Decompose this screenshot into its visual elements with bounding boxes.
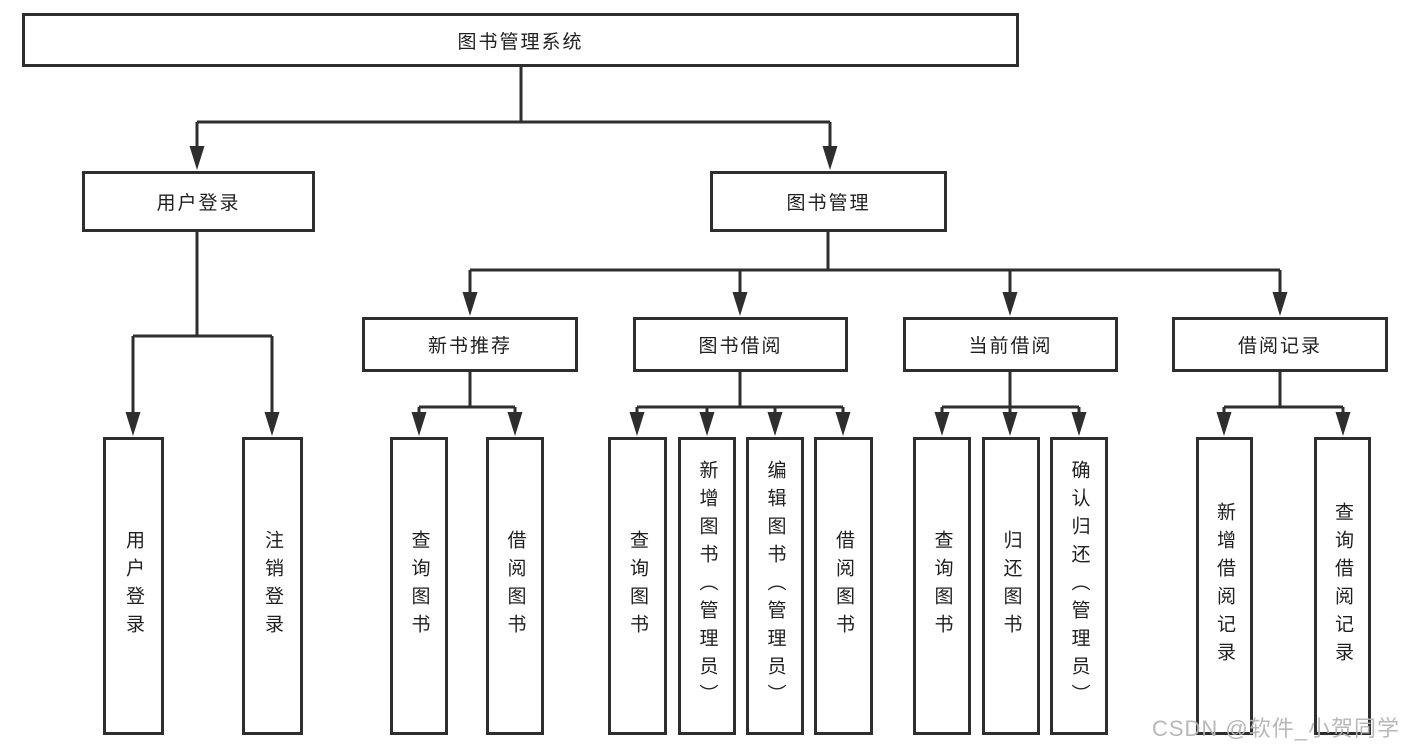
connector-current-children bbox=[940, 372, 1081, 414]
node-book-mgmt-label: 图书管理 bbox=[786, 193, 871, 214]
arrowhead-login-user bbox=[125, 412, 141, 436]
node-new-book-rec: 新书推荐 bbox=[362, 317, 578, 372]
arrowhead-login-logout bbox=[264, 412, 280, 436]
leaf-current-return-books-label: 归还图书 bbox=[1000, 530, 1022, 642]
arrowhead-borrow-add bbox=[699, 412, 715, 436]
arrowhead-record bbox=[1272, 292, 1288, 316]
node-root-label: 图书管理系统 bbox=[457, 31, 584, 53]
leaf-rec-borrow-books: 借阅图书 bbox=[486, 437, 544, 735]
node-new-book-rec-label: 新书推荐 bbox=[427, 336, 512, 357]
arrowhead-record-add bbox=[1216, 412, 1232, 436]
leaf-current-query-books: 查询图书 bbox=[913, 437, 971, 735]
arrowhead-borrow-lend bbox=[835, 412, 851, 436]
node-book-mgmt: 图书管理 bbox=[710, 171, 947, 232]
leaf-borrow-lend-books-label: 借阅图书 bbox=[833, 530, 854, 642]
leaf-borrow-lend-books: 借阅图书 bbox=[814, 437, 873, 735]
node-user-login-label: 用户登录 bbox=[156, 193, 241, 214]
node-user-login: 用户登录 bbox=[82, 171, 315, 232]
node-book-borrow: 图书借阅 bbox=[633, 317, 848, 372]
arrowhead-rec-query bbox=[411, 412, 427, 436]
leaf-current-return-books: 归还图书 bbox=[982, 437, 1040, 735]
arrowhead-borrow-edit bbox=[767, 412, 783, 436]
leaf-logout: 注销登录 bbox=[242, 437, 303, 735]
node-borrow-record: 借阅记录 bbox=[1172, 317, 1388, 372]
leaf-logout-label: 注销登录 bbox=[262, 530, 283, 642]
arrowhead-rec-borrow bbox=[507, 412, 523, 436]
arrowhead-borrow-query bbox=[629, 412, 645, 436]
connector-mgmt-children bbox=[468, 232, 1282, 293]
connector-login-children bbox=[131, 232, 274, 414]
node-current-borrow: 当前借阅 bbox=[903, 317, 1118, 372]
arrowhead-login bbox=[189, 146, 205, 170]
leaf-borrow-add-books-admin: 新增图书（管理员） bbox=[678, 437, 736, 735]
leaf-borrow-edit-books-admin: 编辑图书（管理员） bbox=[746, 437, 804, 735]
node-borrow-record-label: 借阅记录 bbox=[1237, 336, 1322, 357]
arrowhead-current-confirm bbox=[1071, 412, 1087, 436]
leaf-borrow-add-books-admin-label: 新增图书（管理员） bbox=[696, 460, 718, 712]
leaf-user-login-label: 用户登录 bbox=[123, 530, 144, 642]
leaf-record-query-label: 查询借阅记录 bbox=[1332, 502, 1353, 670]
arrowhead-current-query bbox=[934, 412, 950, 436]
arrowhead-borrow bbox=[732, 292, 748, 316]
leaf-borrow-query-books-label: 查询图书 bbox=[627, 530, 648, 642]
leaf-rec-query-books-label: 查询图书 bbox=[408, 530, 430, 642]
leaf-record-query: 查询借阅记录 bbox=[1314, 437, 1371, 735]
connector-rec-children bbox=[417, 372, 517, 414]
leaf-rec-query-books: 查询图书 bbox=[390, 437, 448, 735]
connector-borrow-children bbox=[635, 372, 845, 414]
arrowhead-current bbox=[1002, 292, 1018, 316]
leaf-user-login: 用户登录 bbox=[103, 437, 164, 735]
connector-root-to-level2 bbox=[195, 67, 832, 149]
node-current-borrow-label: 当前借阅 bbox=[968, 336, 1053, 357]
leaf-borrow-query-books: 查询图书 bbox=[608, 437, 667, 735]
node-root: 图书管理系统 bbox=[22, 13, 1019, 67]
leaf-current-confirm-return-admin: 确认归还（管理员） bbox=[1050, 437, 1108, 735]
leaf-current-confirm-return-admin-label: 确认归还（管理员） bbox=[1068, 460, 1090, 712]
leaf-record-add: 新增借阅记录 bbox=[1196, 437, 1253, 735]
arrowhead-mgmt bbox=[822, 146, 838, 170]
leaf-current-query-books-label: 查询图书 bbox=[931, 530, 953, 642]
node-book-borrow-label: 图书借阅 bbox=[698, 336, 783, 357]
arrowhead-rec bbox=[462, 292, 478, 316]
arrowhead-record-query bbox=[1335, 412, 1351, 436]
leaf-rec-borrow-books-label: 借阅图书 bbox=[504, 530, 526, 642]
leaf-record-add-label: 新增借阅记录 bbox=[1214, 502, 1235, 670]
connector-record-children bbox=[1222, 372, 1345, 414]
arrowhead-current-return bbox=[1002, 412, 1018, 436]
leaf-borrow-edit-books-admin-label: 编辑图书（管理员） bbox=[764, 460, 786, 712]
